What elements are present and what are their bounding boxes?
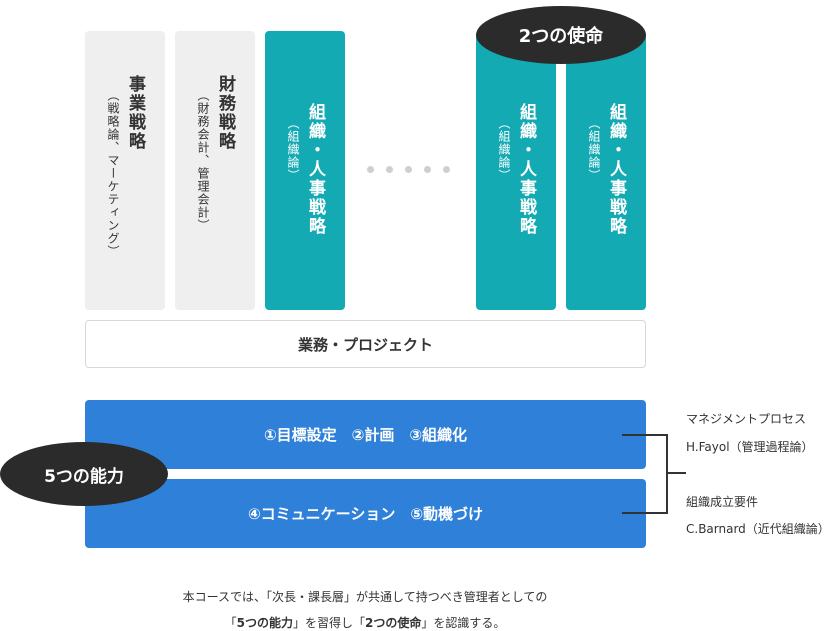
pillar-title: 事業戦略 (125, 75, 145, 151)
two-missions-badge: 2つの使命 (476, 6, 646, 64)
pillar-business-strategy: 事業戦略 （戦略論、マーケティング） (85, 31, 165, 310)
caption-emphasis-abilities: 5つの能力 (236, 616, 293, 630)
caption-part: 」を習得し「 (292, 616, 365, 630)
pillar-hr-strategy-3: 組織・人事戦略 （組織論） (566, 31, 646, 310)
ellipsis-dots (367, 166, 450, 173)
pillar-hr-strategy-1: 組織・人事戦略 （組織論） (265, 31, 345, 310)
dot (367, 166, 374, 173)
org-author: C.Barnard（近代組織論） (686, 522, 830, 536)
caption-line-2: 「5つの能力」を習得し「2つの使命」を認識する。 (0, 614, 730, 631)
pillar-subtitle: （戦略論、マーケティング） (106, 89, 120, 258)
project-bar: 業務・プロジェクト (85, 320, 646, 368)
pillar-hr-strategy-2: 組織・人事戦略 （組織論） (476, 31, 556, 310)
bracket-vertical-line (666, 434, 668, 514)
five-abilities-badge: 5つの能力 (0, 442, 168, 506)
dot (405, 166, 412, 173)
caption-part: 「 (224, 616, 237, 630)
bracket-bottom-line (622, 512, 668, 514)
dot (443, 166, 450, 173)
org-title: 組織成立要件 (686, 495, 759, 509)
pillar-subtitle: （組織論） (286, 117, 300, 182)
pillar-title: 財務戦略 (215, 75, 235, 151)
pillar-subtitle: （組織論） (587, 117, 601, 182)
caption-emphasis-missions: 2つの使命 (365, 616, 422, 630)
dot (386, 166, 393, 173)
bracket-connector-line (666, 472, 686, 474)
ability-bar-1: ①目標設定 ②計画 ③組織化 (85, 400, 646, 469)
caption-line-1: 本コースでは、「次長・課長層」が共通して持つべき管理者としての (182, 590, 548, 604)
caption-part: 」を認識する。 (421, 616, 506, 630)
pillar-title: 組織・人事戦略 (516, 103, 536, 236)
pillar-title: 組織・人事戦略 (305, 103, 325, 236)
bracket-top-line (622, 434, 668, 436)
pillar-subtitle: （財務会計、管理会計） (196, 89, 210, 232)
pillar-finance-strategy: 財務戦略 （財務会計、管理会計） (175, 31, 255, 310)
dot (424, 166, 431, 173)
ability-bar-2: ④コミュニケーション ⑤動機づけ (85, 479, 646, 548)
process-author: H.Fayol（管理過程論） (686, 440, 814, 454)
pillar-subtitle: （組織論） (497, 117, 511, 182)
pillar-title: 組織・人事戦略 (606, 103, 626, 236)
process-title: マネジメントプロセス (686, 412, 807, 426)
